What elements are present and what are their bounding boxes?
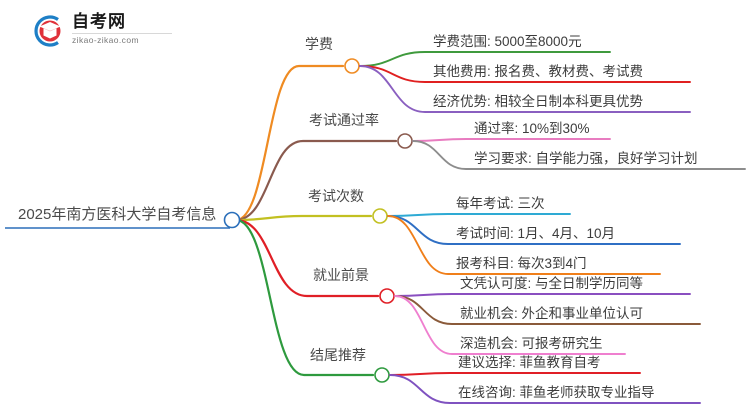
topic-label-2[interactable]: 考试次数 [308, 188, 364, 204]
logo-divider [72, 33, 172, 34]
leaf-path-4-1 [389, 374, 701, 404]
logo-domain: zikao-zikao.com [72, 35, 139, 45]
leaf-path-4-0 [389, 372, 641, 376]
leaf-label-4-0[interactable]: 建议选择: 菲鱼教育自考 [458, 355, 601, 370]
leaf-path-3-2 [394, 295, 626, 355]
leaf-label-0-2[interactable]: 经济优势: 相较全日制本科更具优势 [433, 94, 644, 109]
site-logo: 自考网 zikao-zikao.com [28, 10, 178, 52]
leaf-path-1-0 [412, 138, 611, 142]
topic-node-4[interactable] [374, 367, 390, 383]
leaf-path-1-1 [412, 140, 746, 170]
leaf-label-2-0[interactable]: 每年考试: 三次 [456, 196, 545, 211]
topic-label-4[interactable]: 结尾推荐 [310, 347, 366, 363]
branch-path-1 [234, 139, 398, 222]
branch-path-3 [234, 218, 380, 298]
leaf-path-0-0 [359, 51, 611, 67]
leaf-label-1-1[interactable]: 学习要求: 自学能力强，良好学习计划 [474, 151, 698, 166]
leaf-label-3-1[interactable]: 就业机会: 外企和事业单位认可 [460, 306, 644, 321]
root-topic-label[interactable]: 2025年南方医科大学自考信息 [18, 206, 217, 223]
topic-label-0[interactable]: 学费 [305, 36, 333, 52]
topic-node-1[interactable] [397, 133, 413, 149]
leaf-path-3-0 [394, 293, 691, 297]
logo-title: 自考网 [72, 12, 126, 31]
topic-node-3[interactable] [379, 288, 395, 304]
root-node[interactable] [223, 211, 241, 229]
leaf-label-3-0[interactable]: 文凭认可度: 与全日制学历同等 [460, 276, 644, 291]
topic-node-0[interactable] [344, 58, 360, 74]
leaf-label-4-1[interactable]: 在线咨询: 菲鱼老师获取专业指导 [458, 385, 655, 400]
branch-path-2 [234, 214, 373, 222]
branch-path-0 [234, 64, 345, 222]
leaf-path-0-2 [359, 65, 691, 113]
logo-text: 自考网 zikao-zikao.com [72, 12, 176, 45]
leaf-label-1-0[interactable]: 通过率: 10%到30% [474, 121, 590, 136]
leaf-path-0-1 [359, 65, 691, 83]
leaf-label-2-2[interactable]: 报考科目: 每次3到4门 [456, 256, 587, 271]
leaf-path-2-2 [387, 215, 661, 275]
topic-node-2[interactable] [372, 208, 388, 224]
logo-mark-icon [34, 15, 61, 47]
topic-label-3[interactable]: 就业前景 [313, 267, 369, 283]
branch-path-4 [234, 218, 375, 377]
leaf-label-2-1[interactable]: 考试时间: 1月、4月、10月 [456, 226, 616, 241]
topic-label-1[interactable]: 考试通过率 [309, 112, 379, 128]
leaf-label-0-1[interactable]: 其他费用: 报名费、教材费、考试费 [433, 64, 644, 79]
leaf-path-2-0 [387, 213, 571, 217]
leaf-label-3-2[interactable]: 深造机会: 可报考研究生 [460, 336, 603, 351]
leaf-label-0-0[interactable]: 学费范围: 5000至8000元 [433, 34, 582, 49]
